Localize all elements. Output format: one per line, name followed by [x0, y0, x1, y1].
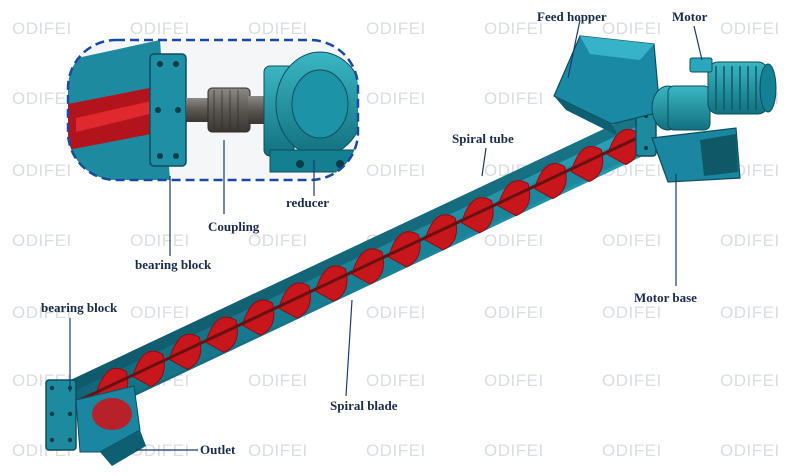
leader-motor [693, 25, 703, 61]
watermark-text: ODIFEI [484, 19, 544, 38]
outlet-end [45, 379, 146, 466]
spiral-blade-flight [387, 231, 421, 268]
watermark-text: ODIFEI [12, 303, 72, 322]
watermark-text: ODIFEI [602, 303, 662, 322]
leader-spiral-blade [345, 299, 353, 397]
watermark-text: ODIFEI [602, 371, 662, 390]
watermark-text: ODIFEI [12, 89, 72, 108]
watermark-text: ODIFEI [602, 441, 662, 460]
watermark-text: ODIFEI [248, 231, 308, 250]
label-feed-hopper: Feed hopper [537, 9, 607, 24]
motor-assembly [651, 57, 777, 131]
watermark-text: ODIFEI [720, 303, 780, 322]
watermark-text: ODIFEI [720, 441, 780, 460]
watermark-text: ODIFEI [484, 89, 544, 108]
motor-base-shape [651, 127, 741, 183]
watermark-text: ODIFEI [602, 231, 662, 250]
watermark-text: ODIFEI [12, 161, 72, 180]
watermark-text: ODIFEI [484, 371, 544, 390]
watermark-text: ODIFEI [484, 441, 544, 460]
watermark-text: ODIFEI [248, 371, 308, 390]
label-spiral-tube: Spiral tube [452, 131, 514, 146]
watermark-text: ODIFEI [366, 371, 426, 390]
watermark-text: ODIFEI [720, 371, 780, 390]
watermark-text: ODIFEI [130, 19, 190, 38]
spiral-blade-flight [497, 180, 531, 217]
label-outlet: Outlet [200, 442, 236, 457]
leader-spiral-tube [481, 147, 487, 177]
watermark-text: ODIFEI [720, 19, 780, 38]
spiral-blade-flight [534, 163, 567, 200]
spiral-blade-flight [424, 214, 458, 251]
label-spiral-blade: Spiral blade [330, 398, 398, 413]
label-reducer: reducer [286, 195, 330, 210]
watermark-text: ODIFEI [366, 89, 426, 108]
watermark-text: ODIFEI [248, 441, 308, 460]
spiral-blade-flight [461, 197, 494, 234]
leader-feed-hopper [567, 19, 581, 79]
watermark-text: ODIFEI [366, 161, 426, 180]
watermark-text: ODIFEI [602, 19, 662, 38]
spiral-blade-flight [351, 248, 384, 285]
watermark-text: ODIFEI [366, 19, 426, 38]
leader-lines [69, 19, 703, 451]
watermark-text: ODIFEI [366, 303, 426, 322]
watermark-text: ODIFEI [130, 231, 190, 250]
watermark-text: ODIFEI [12, 231, 72, 250]
label-coupling: Coupling [208, 219, 260, 234]
spiral-blade-flight [570, 145, 604, 183]
label-bearing-block-bottom: bearing block [41, 300, 118, 315]
screw-shaft [79, 130, 651, 402]
watermark-text: ODIFEI [130, 303, 190, 322]
watermark-text: ODIFEI [720, 231, 780, 250]
label-motor-base: Motor base [634, 290, 697, 305]
label-motor: Motor [672, 9, 708, 24]
watermark-text: ODIFEI [484, 303, 544, 322]
watermark-text: ODIFEI [248, 19, 308, 38]
watermark-text: ODIFEI [484, 231, 544, 250]
label-bearing-block-top: bearing block [135, 257, 212, 272]
feed-hopper-shape [553, 35, 661, 136]
watermark-text: ODIFEI [12, 19, 72, 38]
detail-inset [66, 38, 360, 182]
watermark-text: ODIFEI [366, 441, 426, 460]
